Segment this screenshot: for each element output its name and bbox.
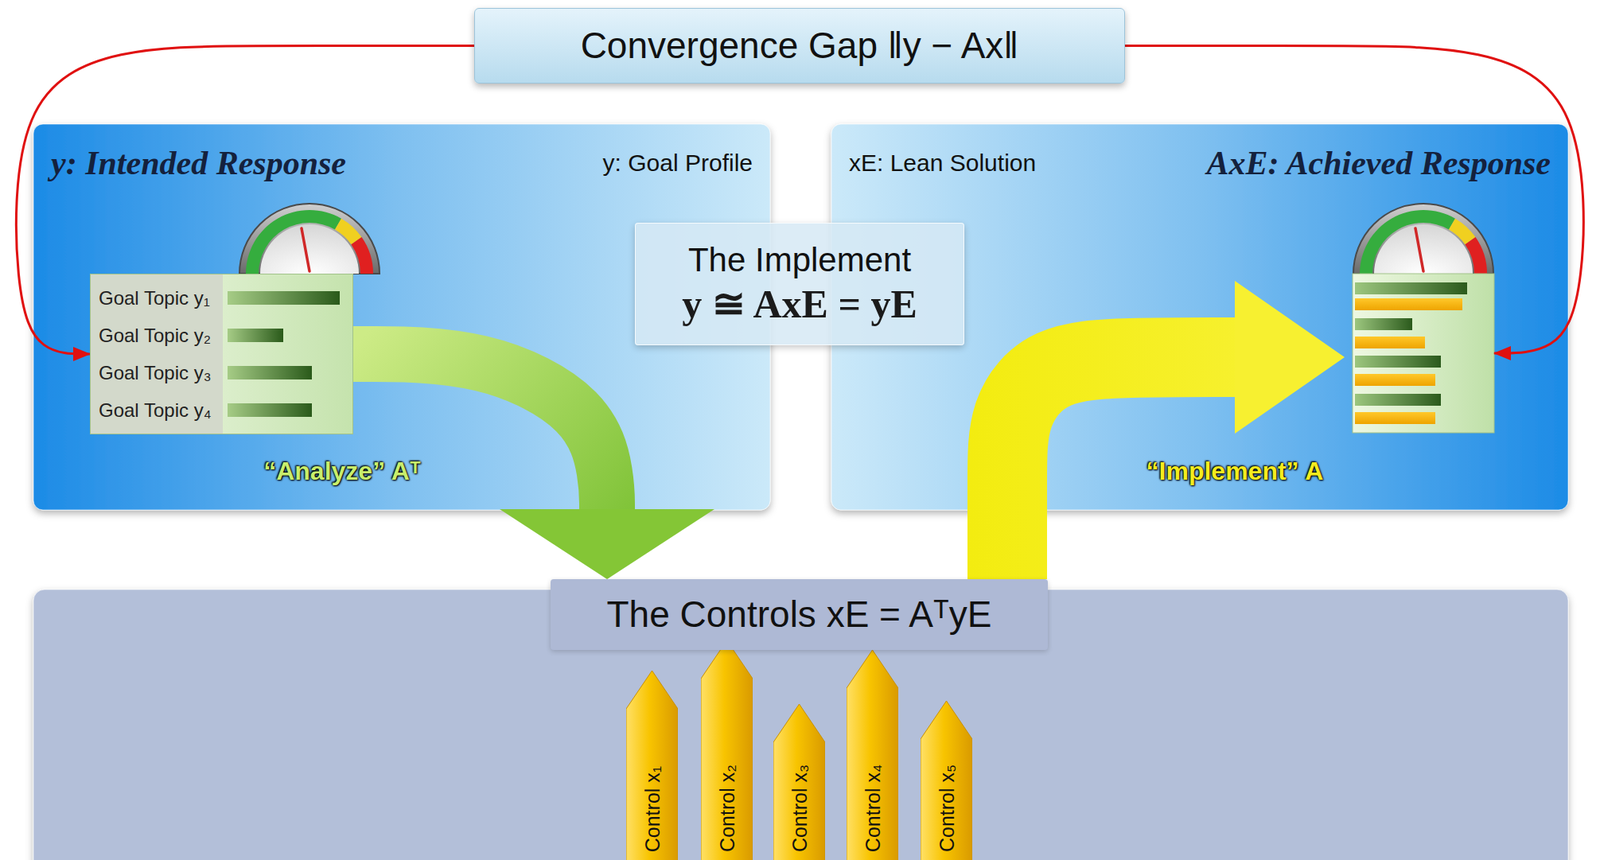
goal-bar bbox=[1354, 393, 1441, 406]
panel-title: y: Intended Response bbox=[50, 141, 347, 185]
gauge-face bbox=[1374, 224, 1473, 274]
goal-topic-label: Goal Topic y₂ bbox=[90, 316, 219, 355]
control-label: Control x₃ bbox=[787, 764, 812, 853]
gauge-needle bbox=[301, 228, 310, 272]
gauge-rim bbox=[239, 203, 380, 274]
goal-bar bbox=[227, 403, 312, 417]
goal-bar bbox=[1354, 318, 1413, 331]
achieved-bar bbox=[1354, 412, 1436, 425]
edge-label-holder: “Implement” A bbox=[1146, 455, 1324, 487]
control-label: Control x₅ bbox=[934, 764, 959, 853]
goal-bar bbox=[227, 328, 284, 343]
edge-label-holder: “Analyze” Aᵀ bbox=[263, 455, 421, 487]
control-arrow-body bbox=[773, 704, 826, 860]
gap-label: Convergence Gap ‖y − Ax‖ bbox=[580, 23, 1020, 68]
gauge-icon bbox=[239, 203, 380, 274]
connector-group bbox=[15, 46, 1584, 581]
goal-bar bbox=[227, 291, 340, 305]
achieved-bar bbox=[1354, 298, 1463, 311]
gauge-needle bbox=[1415, 228, 1424, 272]
goal-bar bbox=[1354, 282, 1468, 295]
controls-box: The Controls xE = AᵀyE bbox=[550, 579, 1048, 651]
flow-arrow-head bbox=[1234, 280, 1345, 434]
edge-label: “Implement” A bbox=[1146, 455, 1324, 487]
panel-subtitle: y: Goal Profile bbox=[603, 141, 753, 185]
control-label: Control x₄ bbox=[860, 764, 885, 853]
formula: y ≅ AxE = yE bbox=[681, 280, 918, 328]
control-arrow: Control x₅ bbox=[920, 700, 973, 860]
goal-bar bbox=[1354, 355, 1441, 368]
gauge-rim bbox=[1353, 203, 1494, 274]
connector bbox=[1125, 46, 1584, 355]
flow-arrow-head bbox=[499, 509, 715, 580]
control-arrow-body bbox=[920, 700, 973, 860]
controls-label: The Controls xE = AᵀyE bbox=[607, 592, 993, 637]
control-label: Control x₁ bbox=[640, 766, 665, 853]
panel-subtitle: xE: Lean Solution bbox=[848, 141, 1036, 185]
control-arrow: Control x₁ bbox=[626, 670, 678, 860]
goal-topic-label: Goal Topic y₃ bbox=[90, 354, 219, 392]
feedback-line bbox=[1125, 46, 1584, 355]
achieved-bar bbox=[1354, 336, 1425, 349]
control-arrow-body bbox=[626, 670, 678, 860]
achieved-bar bbox=[1354, 373, 1436, 386]
control-label: Control x₂ bbox=[714, 764, 739, 853]
box-heading: The Implement bbox=[688, 240, 911, 281]
control-arrow: Control x₂ bbox=[700, 640, 753, 860]
implement-box: The Implementy ≅ AxE = yE bbox=[634, 222, 965, 346]
controls-band bbox=[33, 589, 1569, 860]
edge-label: “Analyze” Aᵀ bbox=[263, 455, 421, 487]
response-panel: xE: Lean Solution AxE: Achieved Response bbox=[831, 124, 1569, 510]
control-arrow: Control x₃ bbox=[773, 704, 826, 860]
panel-title: AxE: Achieved Response bbox=[1206, 141, 1551, 185]
goal-topic-label: Goal Topic y₄ bbox=[90, 391, 219, 429]
gauge-face bbox=[260, 224, 359, 274]
goal-profile-card: Goal Topic y₁Goal Topic y₂Goal Topic y₃G… bbox=[89, 273, 354, 435]
goal-topic-label: Goal Topic y₁ bbox=[90, 279, 219, 317]
connector bbox=[1007, 280, 1345, 580]
goal-bar bbox=[227, 365, 312, 380]
flow-arrow-body bbox=[353, 354, 608, 510]
control-arrow-body bbox=[846, 650, 899, 860]
control-arrow-body bbox=[700, 640, 753, 860]
gauge-icon bbox=[1353, 203, 1494, 274]
achieved-chart bbox=[1352, 273, 1495, 433]
gap-box: Convergence Gap ‖y − Ax‖ bbox=[474, 7, 1126, 84]
control-arrow: Control x₄ bbox=[846, 650, 899, 860]
